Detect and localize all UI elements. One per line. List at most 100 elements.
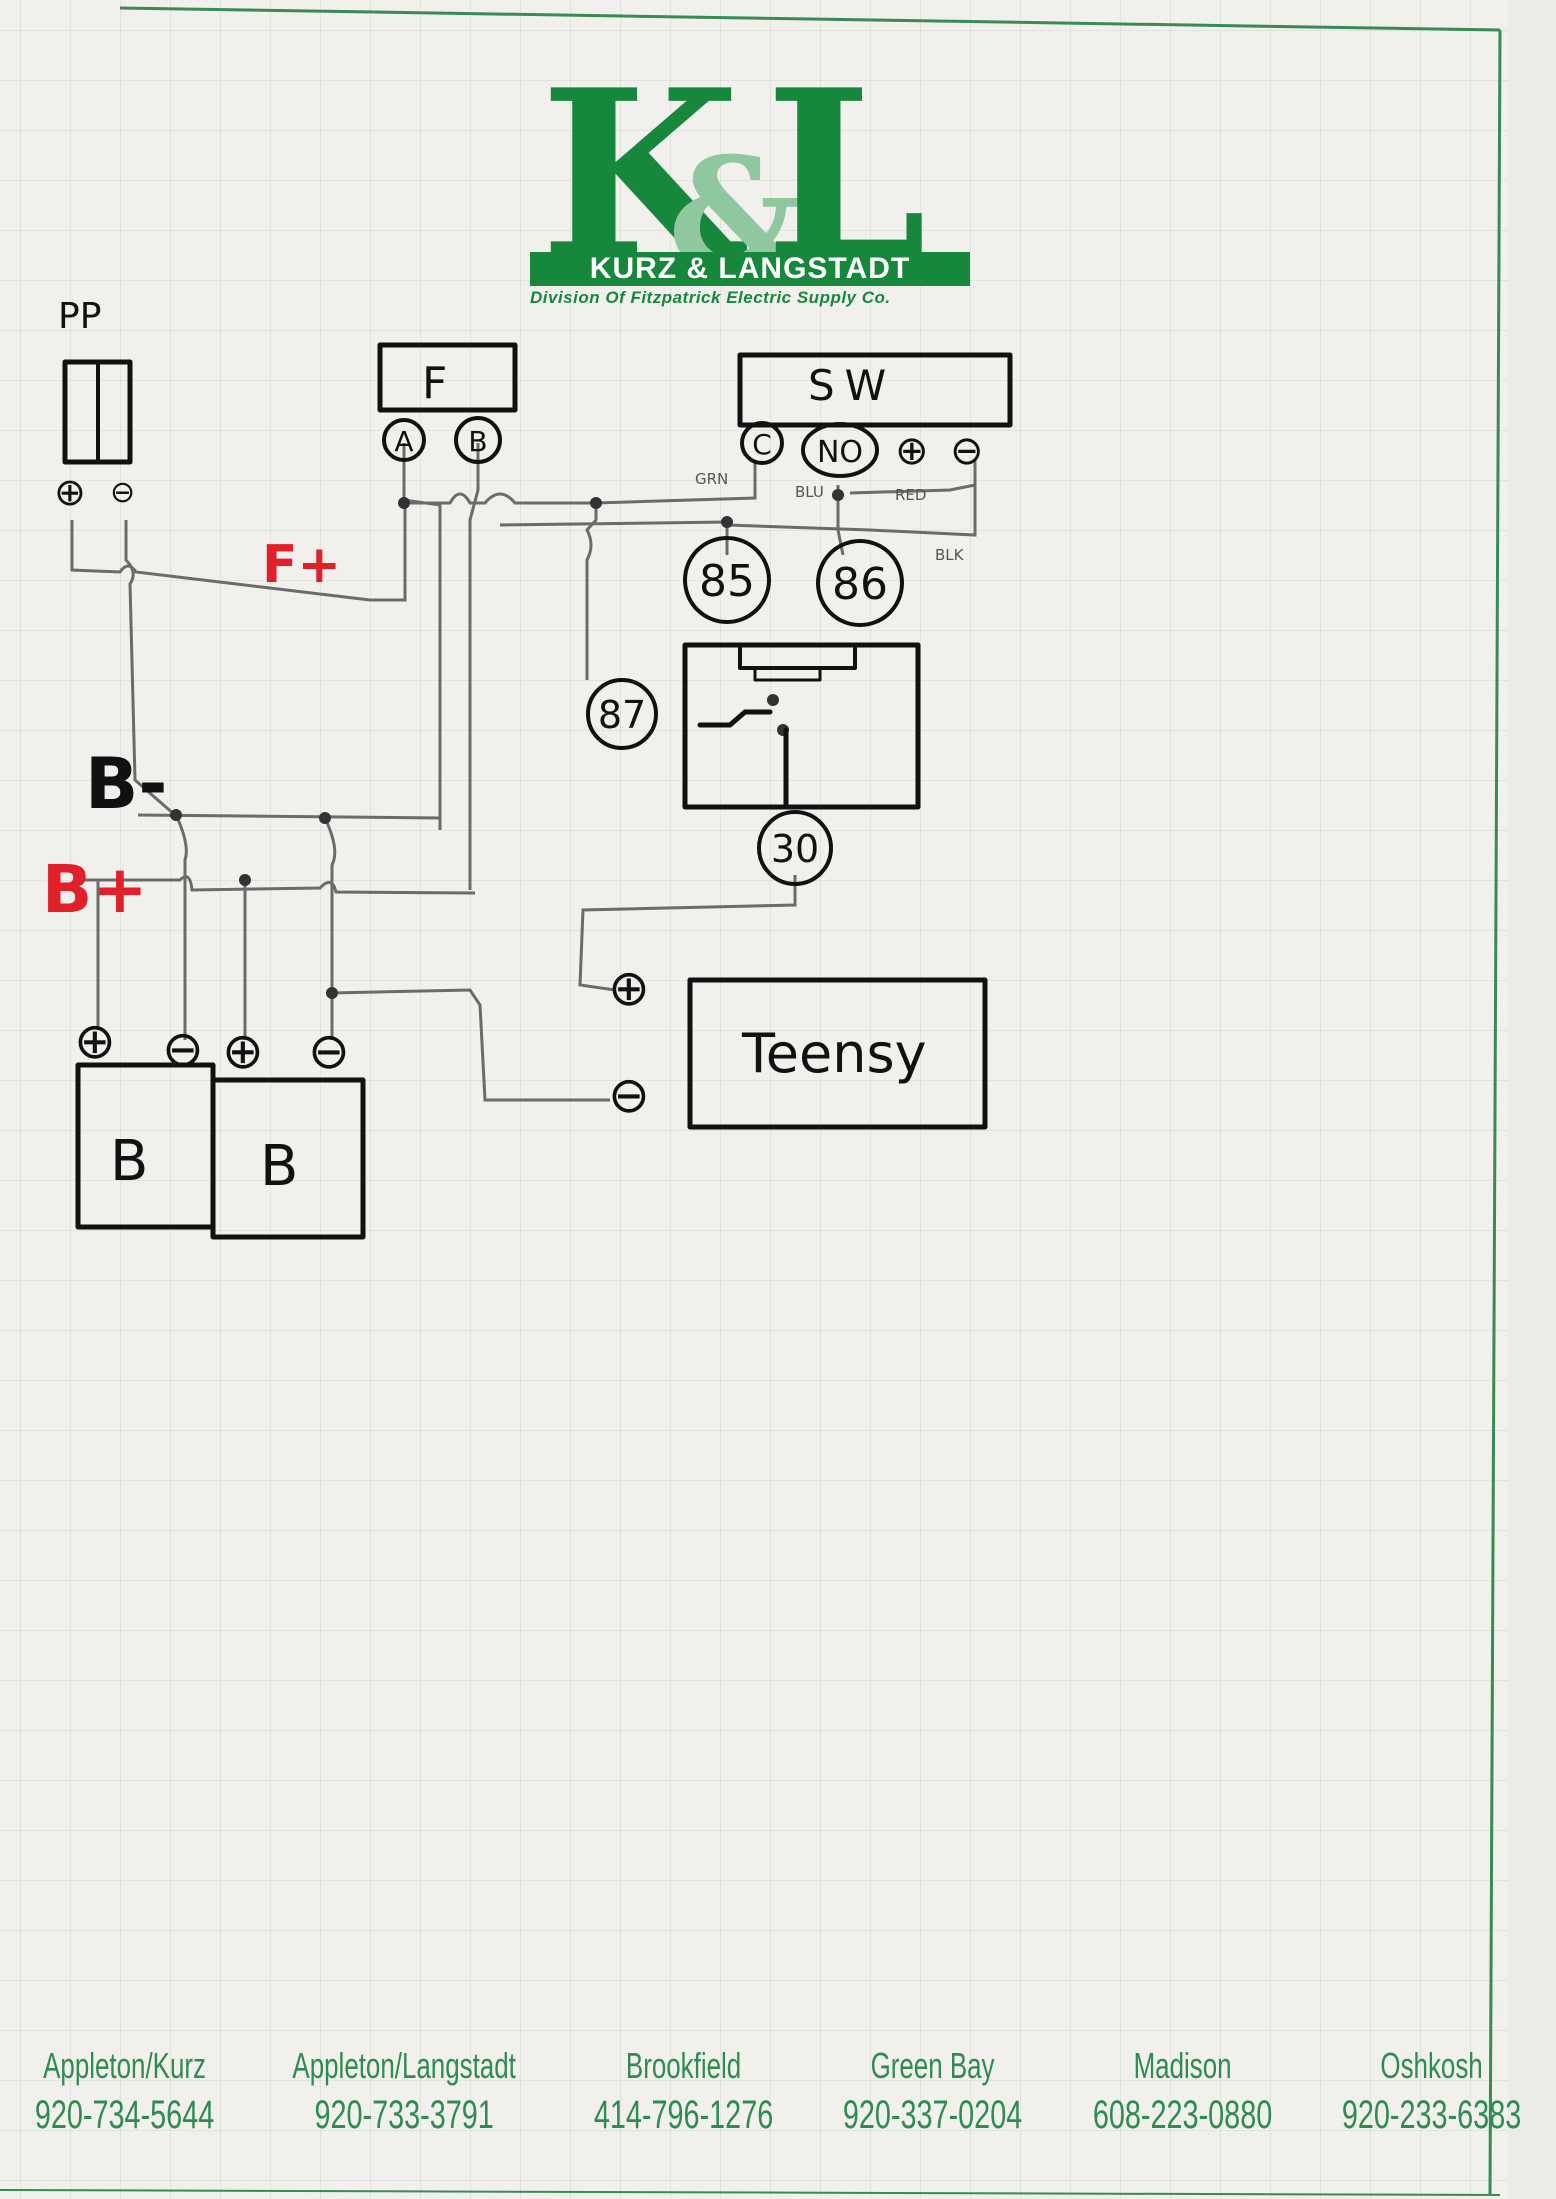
f-terminal-a-circle [382, 418, 426, 462]
sw-plus-terminal: ⊕ [895, 428, 929, 474]
wire-teensy-plus [578, 875, 797, 992]
sw-box [737, 352, 1013, 428]
junction-dot [398, 497, 410, 509]
branch-name: Brookfield [626, 2045, 742, 2086]
junction-dot [590, 497, 602, 509]
pp-component: PP ⊕ ⊖ [54, 296, 135, 514]
junction-dot [832, 489, 844, 501]
relay-85-circle [683, 536, 771, 624]
wire-to-85 [499, 520, 729, 555]
f-component: F A B [377, 342, 518, 464]
branch-name: Appleton/Kurz [43, 2045, 206, 2086]
branch-appleton-kurz: Appleton/Kurz 920-734-5644 [0, 2045, 249, 2165]
branch-phone: 920-733-3791 [314, 2093, 494, 2137]
wire-f-b [468, 443, 480, 890]
sw-terminal-no-circle [801, 422, 879, 478]
junction-dot [170, 809, 182, 821]
relay-86-circle [816, 539, 904, 627]
battery-2-plus-terminal: ⊕ [222, 1022, 264, 1080]
relay-coil-core [753, 666, 822, 682]
junction-dot [326, 987, 338, 999]
pp-minus-terminal: ⊖ [110, 475, 135, 510]
teensy-component: ⊕ ⊖ Teensy [608, 959, 988, 1130]
wiring-diagram: PP ⊕ ⊖ F A B SW C NO ⊕ ⊖ GRN BLU RED BLK… [42, 296, 1013, 1240]
relay-85-label: 85 [699, 556, 755, 607]
f-plus-label: F+ [262, 535, 341, 595]
f-label: F [422, 358, 447, 409]
branch-name: Appleton/Langstadt [292, 2045, 516, 2086]
teensy-label: Teensy [741, 1022, 927, 1085]
relay-switch-arm [697, 709, 773, 728]
branch-appleton-langstadt: Appleton/Langstadt 920-733-3791 [249, 2045, 559, 2165]
battery-1-label: B [110, 1129, 148, 1194]
battery-2-minus-terminal: ⊖ [308, 1022, 350, 1080]
b-plus-label: B+ [42, 851, 148, 928]
teensy-minus-terminal: ⊖ [608, 1066, 650, 1124]
footer-branches: Appleton/Kurz 920-734-5644 Appleton/Lang… [0, 2045, 1521, 2165]
logo-letter-k: K [540, 40, 740, 310]
graph-paper [0, 0, 1508, 2199]
branch-green-bay: Green Bay 920-337-0204 [808, 2045, 1057, 2165]
branch-brookfield: Brookfield 414-796-1276 [559, 2045, 808, 2165]
relay-contact-dot [767, 694, 779, 706]
wire-teensy-minus [331, 988, 610, 1102]
logo-company-name: KURZ & LANGSTADT [530, 252, 970, 286]
sw-label: SW [808, 361, 896, 410]
relay-component: 85 86 87 30 [586, 536, 921, 886]
branch-oshkosh: Oshkosh 920-233-6383 [1307, 2045, 1556, 2165]
branch-phone: 414-796-1276 [594, 2093, 774, 2137]
wire-pp-minus [124, 520, 176, 817]
junction-dot [319, 812, 331, 824]
branch-name: Madison [1133, 2045, 1232, 2086]
wire-bat2-minus [323, 817, 337, 1040]
wire-label-blu: BLU [795, 483, 824, 501]
battery-1-plus-terminal: ⊕ [74, 1012, 116, 1070]
teensy-box [687, 977, 988, 1130]
branch-phone: 608-223-0880 [1092, 2093, 1272, 2137]
sw-terminal-no: NO [817, 435, 863, 470]
battery-2-label: B [260, 1134, 298, 1199]
wire-bat1-minus [174, 814, 188, 1040]
branch-name: Oshkosh [1380, 2045, 1483, 2086]
wire-f-plus [70, 500, 407, 602]
branch-phone: 920-734-5644 [34, 2093, 215, 2137]
relay-coil [738, 646, 857, 670]
relay-body [682, 642, 921, 810]
wire-label-red: RED [895, 486, 926, 504]
wire-label-grn: GRN [695, 470, 728, 488]
logo-division-text: Division Of Fitzpatrick Electric Supply … [530, 288, 891, 307]
pp-label: PP [58, 296, 101, 337]
f-terminal-b-circle [454, 416, 502, 464]
junction-dot [721, 516, 733, 528]
branch-phone: 920-337-0204 [843, 2093, 1023, 2137]
sw-minus-terminal: ⊖ [950, 428, 984, 474]
battery-1-minus-terminal: ⊖ [162, 1020, 204, 1078]
junction-dot [239, 874, 251, 886]
company-logo: K & L KURZ & LANGSTADT Division Of Fitzp… [520, 60, 980, 316]
f-terminal-b: B [468, 425, 487, 458]
battery-2-box [210, 1077, 366, 1240]
sw-terminal-c: C [752, 428, 772, 461]
relay-30-circle [757, 810, 833, 886]
logo-letter-l: L [765, 40, 927, 310]
teensy-plus-terminal: ⊕ [608, 959, 650, 1017]
battery-pack: ⊕ ⊖ ⊕ ⊖ B B [74, 1012, 366, 1240]
relay-87-label: 87 [598, 693, 646, 737]
branch-madison: Madison 608-223-0880 [1058, 2045, 1307, 2165]
sw-component: SW C NO ⊕ ⊖ [737, 352, 1013, 478]
wires [70, 443, 977, 1102]
f-box [377, 342, 518, 413]
wire-grn [404, 460, 757, 505]
wire-b-minus [137, 813, 441, 820]
sw-terminal-c-circle [740, 421, 784, 465]
relay-86-label: 86 [832, 559, 888, 610]
branch-name: Green Bay [871, 2045, 995, 2086]
relay-87-circle [586, 678, 658, 750]
relay-30-label: 30 [771, 827, 819, 871]
branch-phone: 920-233-6383 [1341, 2093, 1521, 2137]
f-terminal-a: A [394, 425, 413, 458]
b-minus-label: B- [85, 743, 167, 825]
pp-plus-terminal: ⊕ [54, 470, 86, 514]
wire-blk [726, 465, 977, 537]
wire-label-blk: BLK [935, 546, 965, 564]
